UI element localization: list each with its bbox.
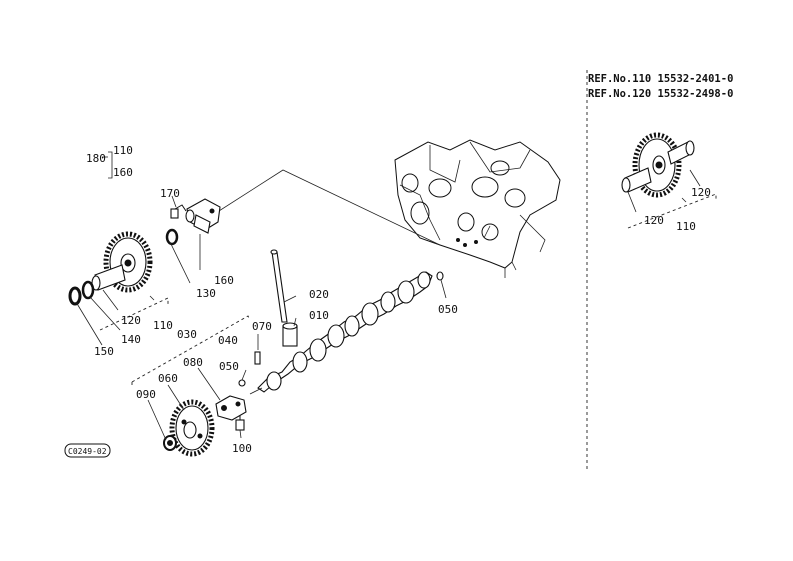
- washer-130: [165, 228, 179, 246]
- callout-140: 140: [121, 333, 141, 346]
- callout-010: 010: [309, 309, 329, 322]
- leader-line: [207, 169, 441, 246]
- plug-050: [436, 271, 444, 281]
- figure-code: C0249-02: [68, 447, 107, 456]
- callout-090: 090: [136, 388, 156, 401]
- group-bracket-110: [99, 297, 169, 331]
- push-rod-020: [270, 249, 288, 323]
- ref-note-2: REF.No.120 15532-2498-0: [588, 88, 733, 100]
- callout-160-bracket: 160: [113, 166, 133, 179]
- callout-100: 100: [232, 442, 252, 455]
- pin-070: [254, 351, 261, 365]
- nut-090: [163, 435, 177, 451]
- callout-110: 110: [153, 319, 173, 332]
- snap-ring-150: [68, 286, 82, 306]
- engine-block: [394, 139, 561, 278]
- ref-callout-120-left: 120: [644, 214, 664, 227]
- callout-120: 120: [121, 314, 141, 327]
- reference-gear-assembly: [621, 132, 717, 229]
- group-bracket-030: [131, 315, 251, 388]
- thrust-plate-080: [215, 395, 247, 421]
- cam-gear-060: [169, 399, 215, 457]
- figure-code-badge: C0249-02: [64, 443, 111, 458]
- callout-050: 050: [438, 303, 458, 316]
- callout-080: 080: [183, 356, 203, 369]
- tappet-010: [282, 322, 298, 347]
- callout-110-bracket: 110: [113, 144, 133, 157]
- leader-lines: [75, 151, 491, 441]
- callout-050-small: 050: [219, 360, 239, 373]
- callout-060: 060: [158, 372, 178, 385]
- callout-180: 180: [86, 152, 106, 165]
- washer-140: [81, 280, 95, 300]
- ref-callout-120-right: 120: [691, 186, 711, 199]
- callout-160: 160: [214, 274, 234, 287]
- callout-040: 040: [218, 334, 238, 347]
- callout-070: 070: [252, 320, 272, 333]
- idle-gear-assembly: [91, 231, 153, 293]
- callout-130: 130: [196, 287, 216, 300]
- callout-030: 030: [177, 328, 197, 341]
- camshaft: [249, 271, 433, 395]
- callout-020: 020: [309, 288, 329, 301]
- callout-170: 170: [160, 187, 180, 200]
- idle-shaft-plate-160: [185, 198, 221, 234]
- callout-150: 150: [94, 345, 114, 358]
- ref-callout-110: 110: [676, 220, 696, 233]
- ref-note-1: REF.No.110 15532-2401-0: [588, 73, 733, 85]
- bolt-170: [170, 204, 187, 219]
- small-washer-050: [238, 379, 246, 387]
